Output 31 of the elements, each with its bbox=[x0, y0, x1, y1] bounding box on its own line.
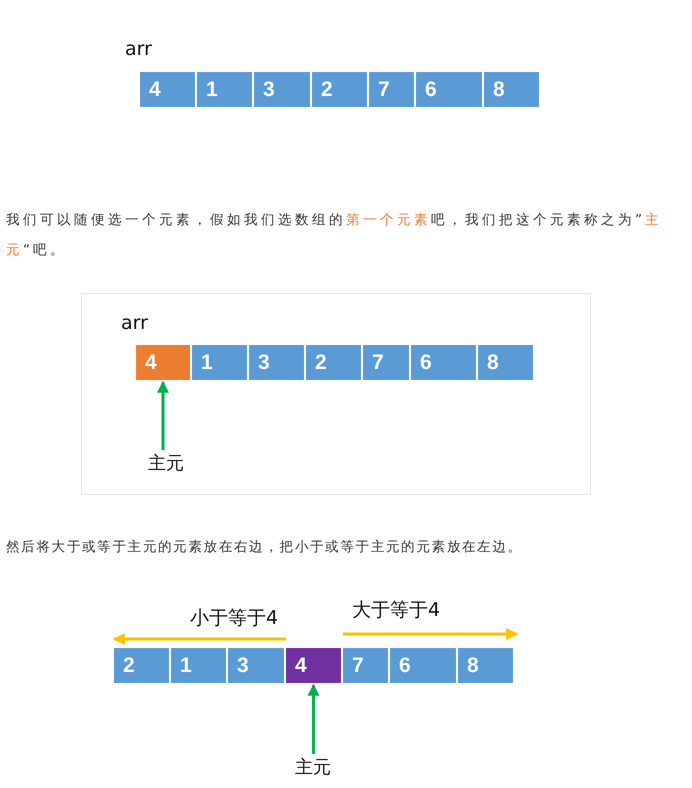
array-cell: 6 bbox=[390, 648, 456, 683]
array-cell: 8 bbox=[484, 72, 539, 107]
paragraph: 我们可以随便选一个元素，假如我们选数组的 第一个元素 吧，我们把这个元素称之为”主元“吧。 bbox=[6, 211, 664, 260]
array-cell: 8 bbox=[458, 648, 513, 683]
array-name: arr bbox=[121, 312, 148, 334]
array-cell: 6 bbox=[416, 72, 482, 107]
array-cell: 1 bbox=[192, 345, 247, 380]
array-cell: 7 bbox=[343, 648, 388, 683]
array-cell: 1 bbox=[197, 72, 252, 107]
array-cell: 4 bbox=[286, 648, 341, 683]
array-name: arr bbox=[125, 38, 152, 60]
array-cell: 6 bbox=[411, 345, 476, 380]
array-cell: 7 bbox=[363, 345, 409, 380]
region-label: 小于等于4 bbox=[190, 606, 278, 631]
paragraph: 然后将大于或等于主元的元素放在右边，把小于或等于主元的元素放在左边。 bbox=[6, 538, 524, 557]
array-cell: 7 bbox=[369, 72, 414, 107]
array-cell: 8 bbox=[478, 345, 533, 380]
arrow bbox=[308, 684, 320, 754]
array-cell: 2 bbox=[114, 648, 169, 683]
arrow bbox=[157, 380, 169, 450]
array-cell: 3 bbox=[228, 648, 284, 683]
pivot-label: 主元 bbox=[295, 757, 331, 779]
region-label: 大于等于4 bbox=[352, 598, 440, 623]
array-cell: 1 bbox=[171, 648, 226, 683]
array-cell: 4 bbox=[136, 345, 190, 380]
array-cell: 3 bbox=[254, 72, 310, 107]
pivot-label: 主元 bbox=[148, 453, 184, 475]
array-cell: 2 bbox=[312, 72, 367, 107]
array-cell: 2 bbox=[306, 345, 361, 380]
array-cell: 3 bbox=[249, 345, 304, 380]
array-cell: 4 bbox=[140, 72, 195, 107]
